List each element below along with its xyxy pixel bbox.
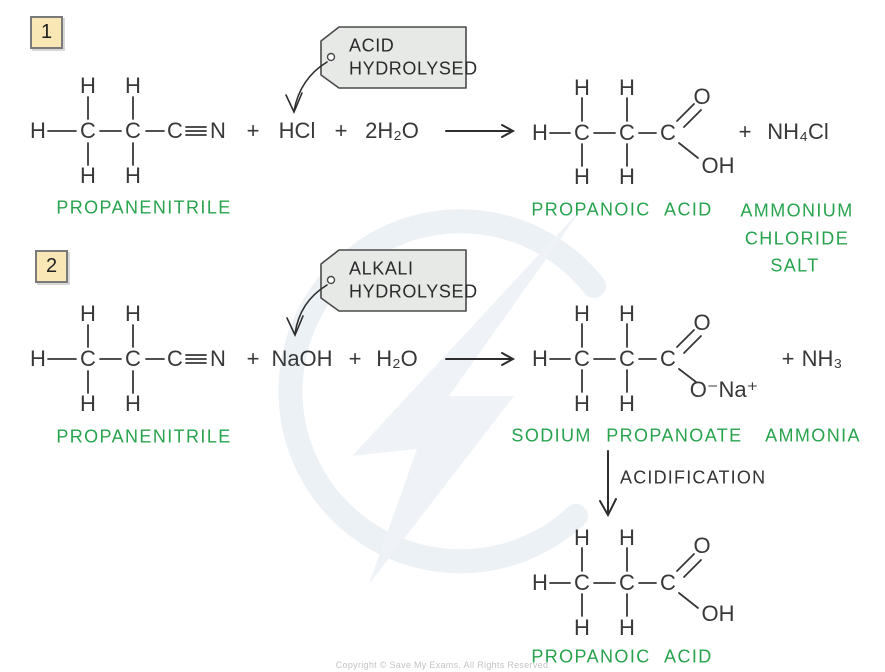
tag-hole-icon (326, 275, 336, 285)
bond-line (678, 368, 697, 383)
structure-sodium-propanoate (549, 323, 702, 393)
acid-hydrolysed-tag (320, 26, 467, 89)
bond-line (676, 103, 695, 122)
bond-line (683, 109, 702, 128)
reaction-1-arrow (445, 124, 516, 138)
tag-2-arrowhead (286, 315, 304, 337)
structure-propanenitrile-1 (47, 96, 207, 166)
watermark-circle-arc (278, 209, 606, 574)
copyright-text: Copyright © Save My Exams. All Rights Re… (335, 660, 549, 670)
tag-hole-icon (326, 52, 336, 62)
bond-line (676, 553, 695, 572)
step-1-badge: 1 (30, 16, 63, 49)
save-my-exams-lightning-watermark (278, 207, 606, 584)
step-2-badge: 2 (35, 250, 68, 283)
reaction-2-arrow (445, 352, 516, 366)
acidification-arrow (599, 450, 617, 518)
bond-line (683, 335, 702, 354)
bond-line (676, 329, 695, 348)
bond-line (678, 142, 699, 159)
tag-2-arrow-curve (294, 284, 328, 335)
tag-1-arrowhead (285, 92, 303, 114)
bond-layer (47, 96, 702, 617)
tag-1-arrow-curve (293, 61, 328, 112)
structure-propanoic-acid-1 (549, 97, 702, 167)
bond-line (683, 559, 702, 578)
watermark-lightning-bolt (352, 207, 583, 584)
structure-propanenitrile-2 (47, 324, 207, 394)
structure-propanoic-acid-2 (549, 547, 702, 617)
alkali-hydrolysed-tag (320, 249, 467, 312)
bond-line (678, 592, 699, 609)
